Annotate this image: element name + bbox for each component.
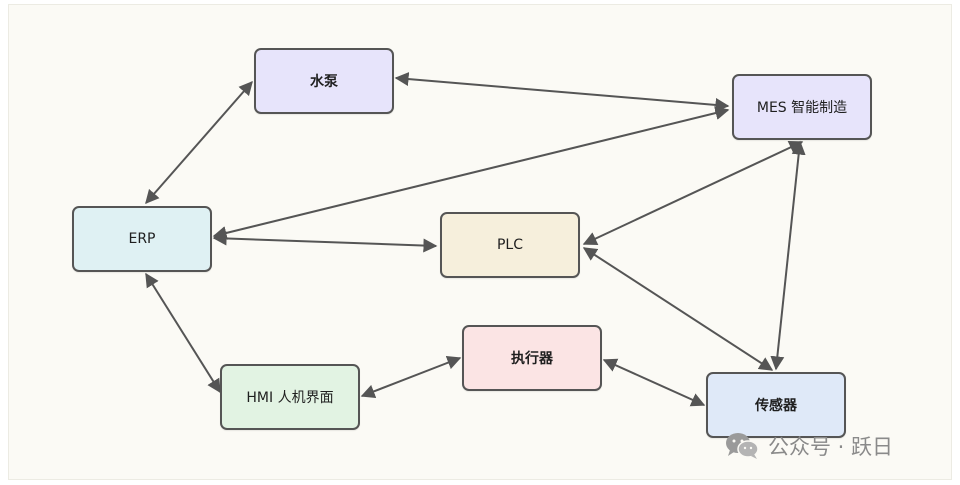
node-plc-label: PLC	[496, 237, 524, 253]
node-actuator[interactable]: 执行器	[462, 325, 602, 391]
node-sensor-label: 传感器	[755, 398, 797, 414]
node-hmi-label: HMI 人机界面	[246, 390, 334, 406]
edge-pump-mes	[394, 72, 730, 112]
node-plc[interactable]: PLC	[440, 212, 580, 278]
edge-mes-plc	[582, 140, 804, 246]
node-sensor[interactable]: 传感器	[706, 372, 846, 438]
edge-erp-hmi	[145, 272, 221, 394]
node-erp-label: ERP	[128, 231, 156, 247]
edge-mes-sensor	[770, 140, 806, 371]
watermark-text: 公众号 · 跃日	[768, 435, 894, 459]
edge-hmi-actuator	[360, 356, 462, 398]
edge-actuator-sensor	[602, 358, 706, 407]
edge-erp-plc	[212, 231, 438, 253]
node-mes-label: MES 智能制造	[756, 100, 848, 116]
node-actuator-label: 执行器	[511, 351, 553, 367]
edge-pump-erp	[145, 80, 253, 205]
node-pump[interactable]: 水泵	[254, 48, 394, 114]
edge-plc-sensor	[582, 247, 774, 371]
watermark: 公众号 · 跃日	[724, 428, 893, 464]
node-mes[interactable]: MES 智能制造	[732, 74, 872, 140]
node-pump-label: 水泵	[310, 74, 338, 90]
wechat-icon	[726, 433, 759, 459]
edge-mes-erp	[212, 106, 730, 240]
node-hmi[interactable]: HMI 人机界面	[220, 364, 360, 430]
node-erp[interactable]: ERP	[72, 206, 212, 272]
